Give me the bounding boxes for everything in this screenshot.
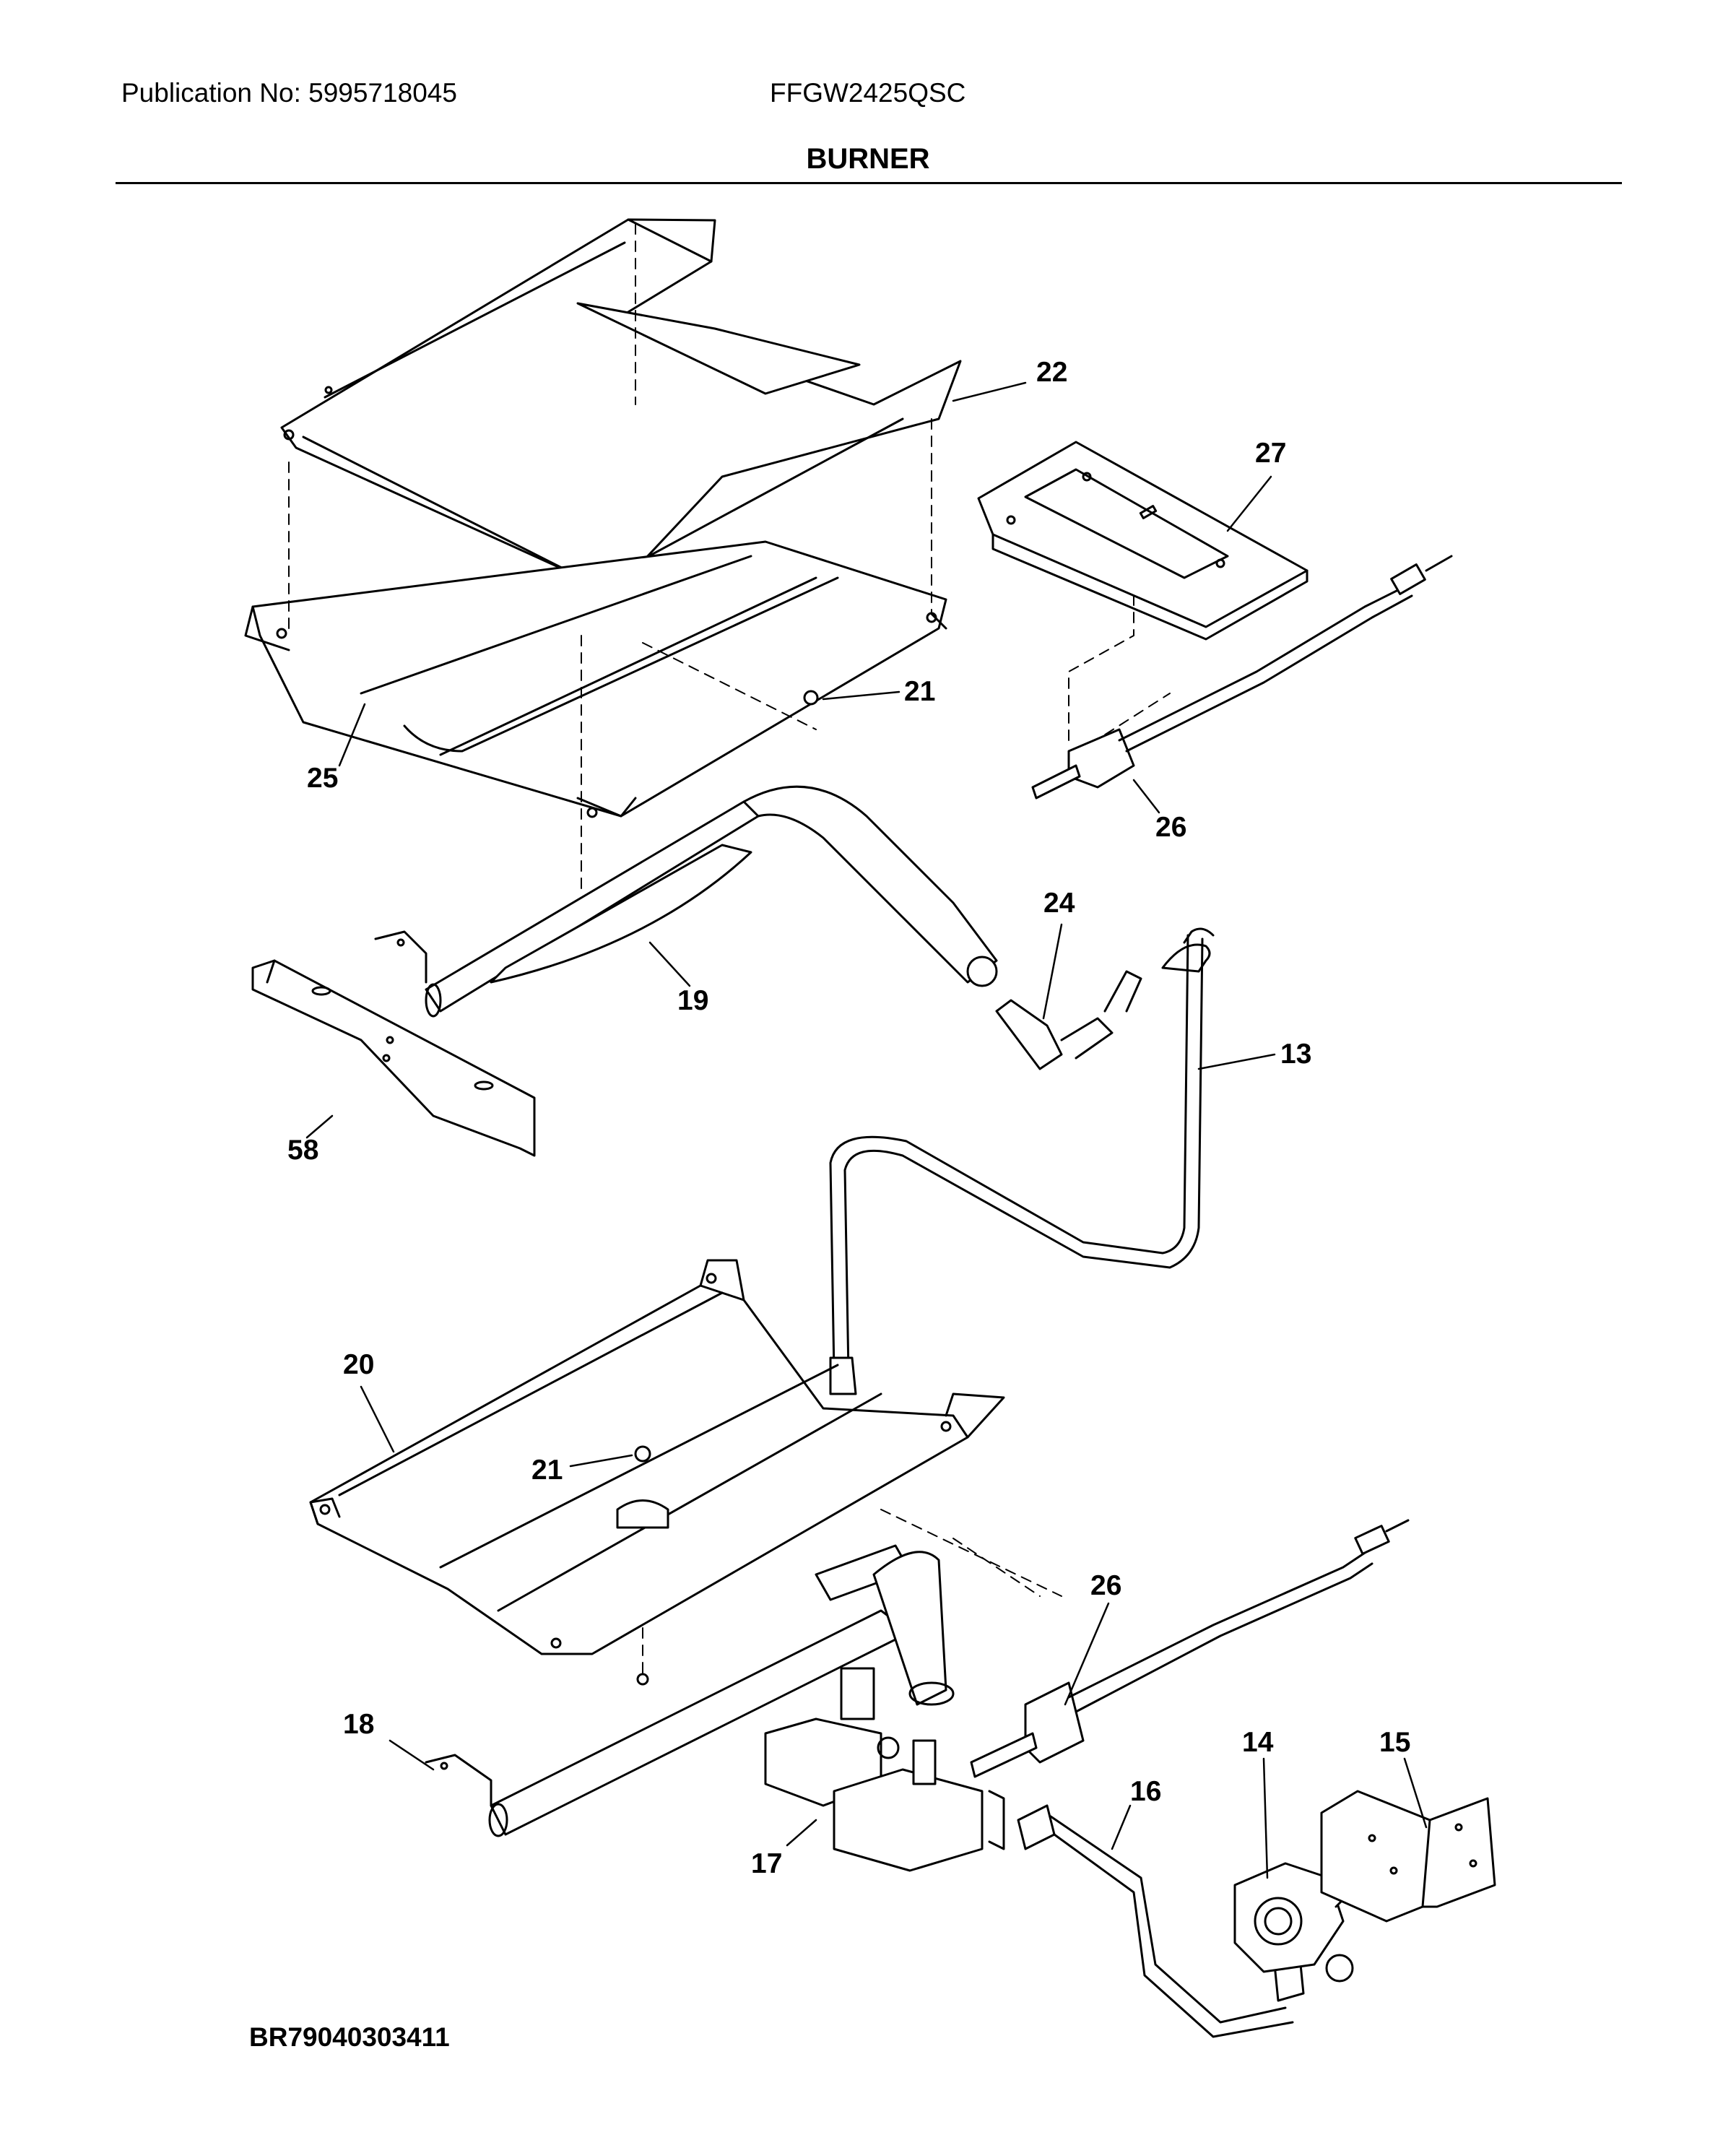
publication-number: Publication No: 5995718045 (121, 78, 457, 108)
part-15-mounting-bracket (1320, 1790, 1496, 1923)
part-21-nut-upper (803, 690, 819, 706)
part-25-burner-shield (244, 540, 947, 818)
callout-15: 15 (1379, 1727, 1410, 1758)
page-title: BURNER (806, 143, 930, 175)
callout-27: 27 (1255, 438, 1286, 469)
leader-lines (305, 381, 1428, 1879)
callout-26-lower: 26 (1090, 1570, 1121, 1601)
callout-13: 13 (1280, 1039, 1311, 1070)
callout-21-lower: 21 (531, 1455, 563, 1486)
callout-16: 16 (1130, 1776, 1161, 1807)
callout-24: 24 (1043, 888, 1075, 919)
callout-14: 14 (1242, 1727, 1274, 1758)
part-21-nut-lower (634, 1445, 651, 1463)
part-26-igniter-lower (970, 1519, 1410, 1778)
diagram-code: BR79040303411 (249, 2022, 450, 2052)
callout-labels: 22 27 21 25 26 24 19 13 58 20 21 26 18 1… (287, 357, 1410, 1879)
header-divider (116, 182, 1622, 184)
part-24-orifice-elbow (995, 970, 1142, 1070)
part-20-lower-shield (309, 1259, 1005, 1655)
callout-19: 19 (677, 985, 708, 1016)
callout-22: 22 (1036, 357, 1067, 388)
callout-25: 25 (307, 763, 338, 794)
callout-58: 58 (287, 1135, 318, 1166)
model-number: FFGW2425QSC (770, 78, 966, 108)
callout-20: 20 (343, 1349, 374, 1380)
part-18-lower-burner (425, 1544, 955, 1837)
part-19-burner-tube (374, 785, 998, 1018)
part-58-burner-support (251, 959, 536, 1157)
callout-18: 18 (343, 1709, 374, 1740)
callout-17: 17 (751, 1848, 782, 1879)
callout-26-upper: 26 (1155, 812, 1186, 843)
part-17-valve (764, 1667, 1005, 1872)
part-27-bracket (977, 441, 1308, 641)
part-13-gas-tube (829, 927, 1215, 1395)
part-26-igniter-upper (1031, 555, 1453, 800)
callout-21-upper: 21 (904, 676, 935, 707)
part-22-top-shield (280, 218, 962, 594)
